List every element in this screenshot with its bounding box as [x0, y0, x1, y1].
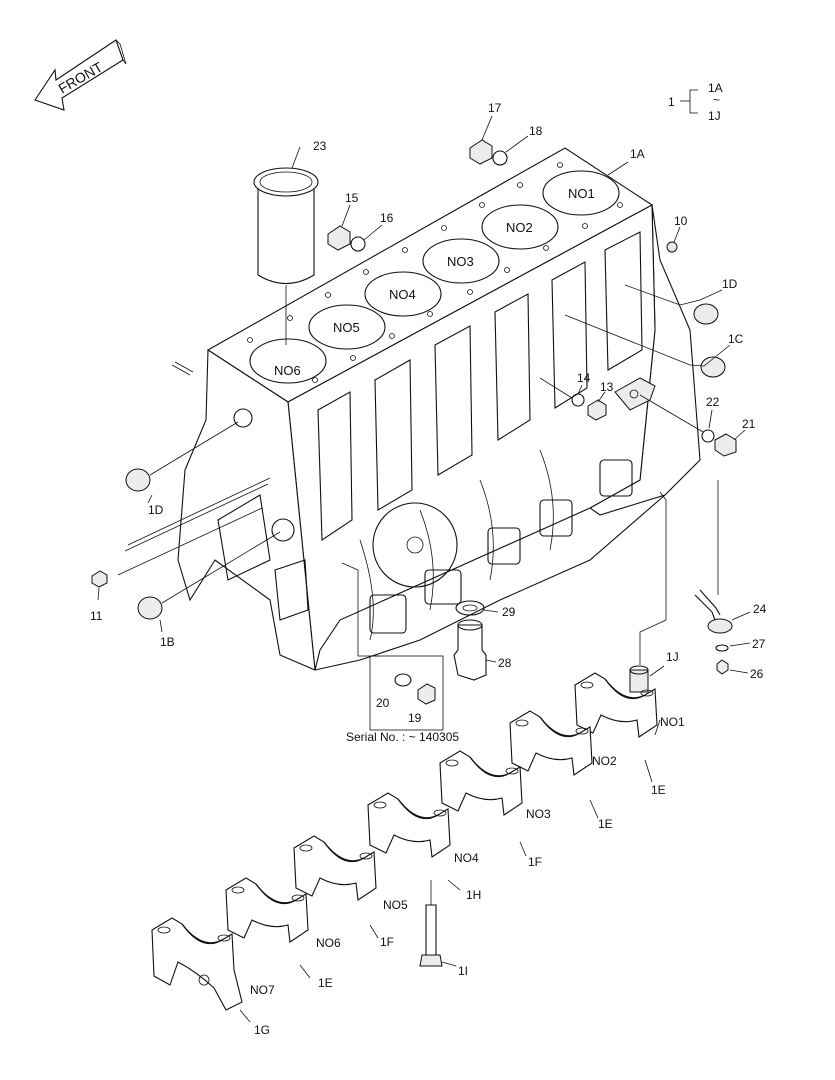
callout-16: 16	[380, 211, 394, 225]
callout-20: 20	[376, 696, 390, 710]
bearing-cap-7	[151, 917, 243, 1011]
bore-label-1: NO1	[568, 186, 595, 201]
bore-2	[481, 204, 559, 250]
cap-no-7: NO7	[250, 983, 275, 997]
callout-labels: 17 18 1A 23 15 16 10 1D 1C 14 13 22 21 1…	[90, 101, 767, 744]
bearing-cap-labels: NO1 1E NO2 1E NO3 1F NO4 1H NO5 1F NO6 1…	[250, 715, 685, 1037]
bore-3	[422, 238, 500, 284]
front-arrow: FRONT	[34, 39, 127, 111]
cap-part-1: 1E	[651, 783, 666, 797]
callout-19: 19	[408, 711, 422, 725]
bore-5	[308, 304, 386, 350]
callout-1D-right: 1D	[722, 277, 738, 291]
callout-1D-left: 1D	[148, 503, 164, 517]
callout-11: 11	[90, 609, 103, 623]
callout-29: 29	[502, 605, 516, 619]
block-windows	[369, 459, 633, 634]
callout-24: 24	[753, 602, 767, 616]
deck-bolt-holes	[247, 162, 623, 383]
callout-14: 14	[577, 371, 591, 385]
right-plugs	[539, 284, 746, 457]
callout-18: 18	[529, 124, 543, 138]
callout-1J: 1J	[666, 650, 679, 664]
cap-no-4: NO4	[454, 851, 479, 865]
bore-label-2: NO2	[506, 220, 533, 235]
bore-4	[364, 271, 442, 317]
serial-note: Serial No. : ~ 140305	[346, 730, 459, 744]
cap-part-2: 1E	[598, 817, 613, 831]
cap-part-6: 1E	[318, 976, 333, 990]
callout-23: 23	[313, 139, 327, 153]
cap-no-6: NO6	[316, 936, 341, 950]
bearing-cap-2	[509, 710, 593, 776]
cylinder-block	[117, 147, 701, 671]
callout-27: 27	[752, 637, 766, 651]
assembly-key: 1 1A ~ 1J	[668, 81, 723, 123]
cap-bolt	[419, 880, 457, 967]
cap-part-7: 1G	[254, 1023, 270, 1037]
cap-no-3: NO3	[526, 807, 551, 821]
bore-1	[542, 170, 620, 216]
callout-17: 17	[488, 101, 502, 115]
cap-no-1: NO1	[660, 715, 685, 729]
bearing-cap-3	[439, 750, 523, 816]
cylinder-liner	[253, 146, 319, 345]
bearing-cap-1	[574, 672, 658, 738]
callout-13: 13	[600, 380, 614, 394]
cap-part-3: 1F	[528, 855, 542, 869]
bearing-cap-5	[293, 835, 377, 901]
cap-no-2: NO2	[592, 754, 617, 768]
callout-1A: 1A	[630, 147, 645, 161]
bore-label-5: NO5	[333, 320, 360, 335]
assembly-range-end: 1J	[708, 109, 721, 123]
callout-28: 28	[498, 656, 512, 670]
bore-label-6: NO6	[274, 363, 301, 378]
bore-6	[249, 338, 327, 384]
bearing-cap-4	[367, 792, 451, 858]
callout-1C: 1C	[728, 332, 744, 346]
callout-10: 10	[674, 214, 688, 228]
callout-22: 22	[706, 395, 720, 409]
callout-21: 21	[742, 417, 756, 431]
callout-26: 26	[750, 667, 764, 681]
cylinder-bores: NO1 NO2 NO3 NO4 NO5 NO6	[249, 170, 620, 384]
assembly-parent-label: 1	[668, 95, 675, 109]
bore-label-3: NO3	[447, 254, 474, 269]
assembly-range-tilde: ~	[713, 93, 720, 107]
bore-label-4: NO4	[389, 287, 416, 302]
cap-part-4: 1H	[466, 888, 481, 902]
cap-part-5: 1F	[380, 935, 394, 949]
callout-1I: 1I	[458, 964, 468, 978]
cap-no-5: NO5	[383, 898, 408, 912]
callout-1B: 1B	[160, 635, 175, 649]
left-plugs	[91, 421, 281, 633]
top-plugs	[327, 115, 681, 253]
assembly-range-start: 1A	[708, 81, 723, 95]
callout-15: 15	[345, 191, 359, 205]
bearing-caps	[151, 672, 661, 1023]
bearing-cap-6	[225, 877, 309, 943]
lower-parts	[341, 480, 751, 731]
